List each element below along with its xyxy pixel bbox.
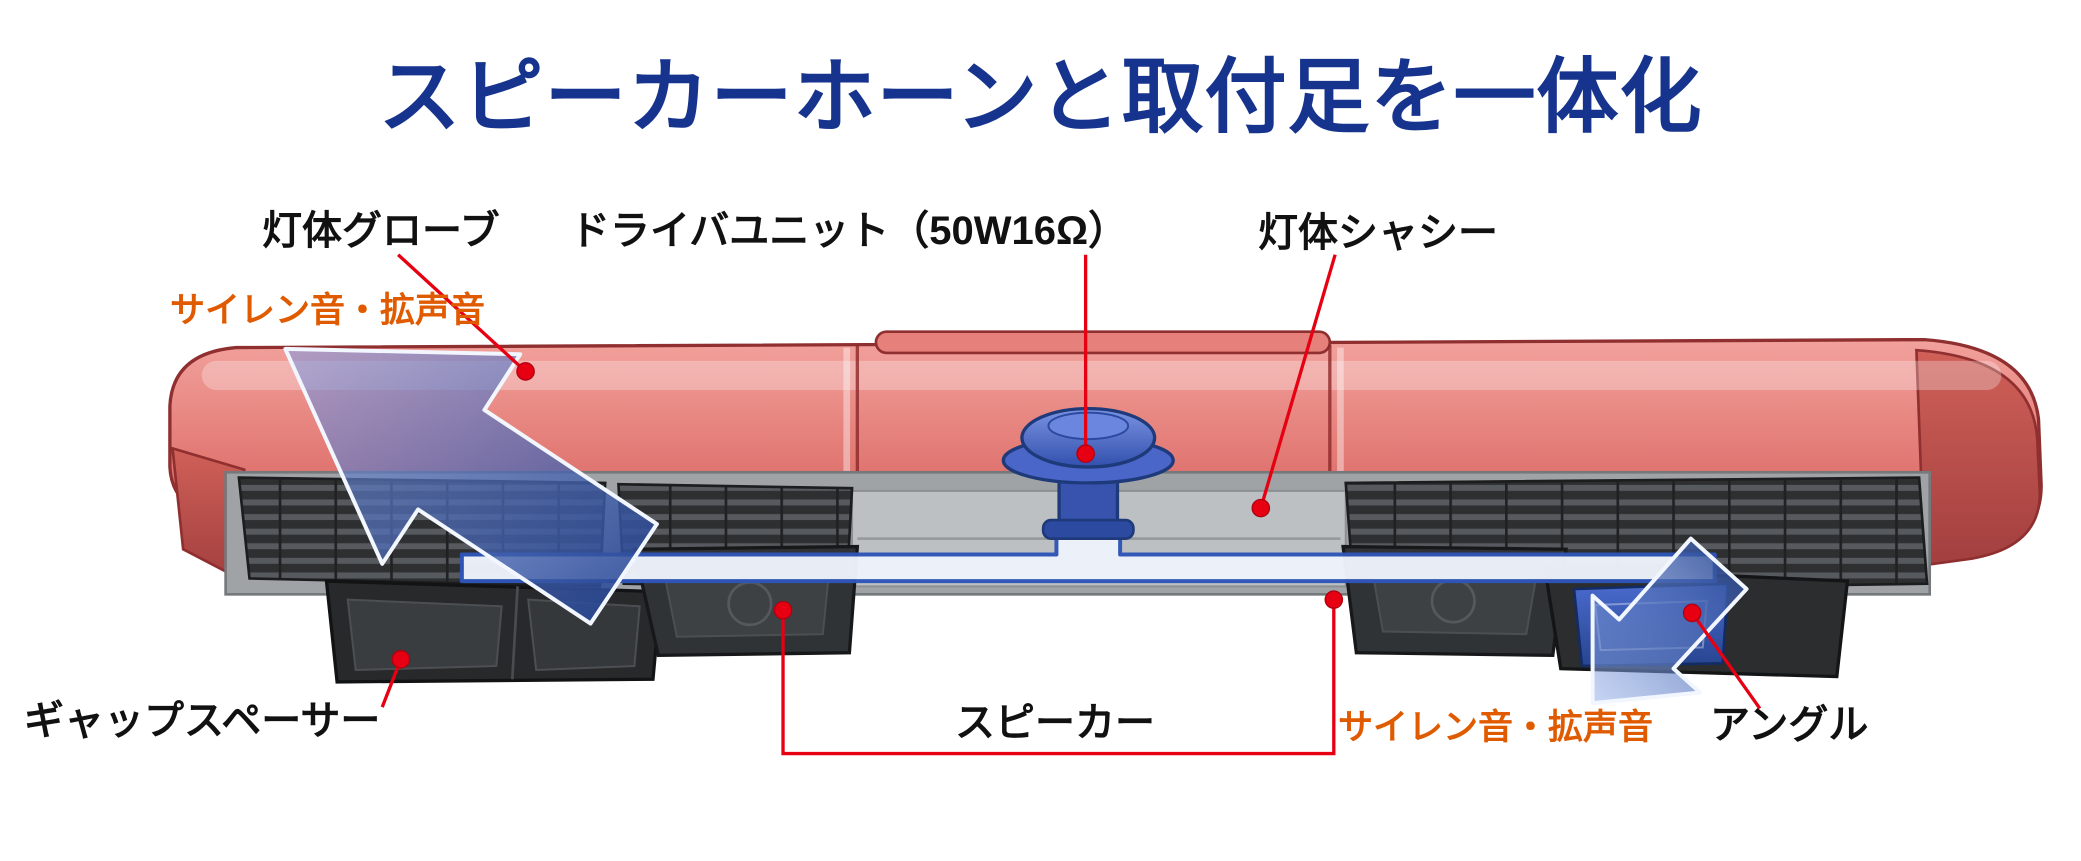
label-angle: アングル <box>1710 703 1869 747</box>
callout-gap-spacer-dot <box>391 650 411 669</box>
label-driver-unit: ドライバユニット（50W16Ω） <box>570 209 1129 253</box>
driver-unit-cap <box>1047 411 1130 441</box>
label-siren-sound-right: サイレン音・拡声音 <box>1338 708 1654 747</box>
label-gap-spacer: ギャップスペーサー <box>24 699 381 743</box>
light-bar-highlight <box>201 360 2002 391</box>
sound-duct <box>459 528 1717 584</box>
driver-unit-base <box>1041 518 1135 540</box>
callout-dots <box>391 362 1702 669</box>
callout-angle-line <box>1690 611 1762 710</box>
gap-spacer-face <box>346 598 503 671</box>
page-title: スピーカーホーンと取付足を一体化 <box>378 52 1703 143</box>
callout-speaker-line <box>781 599 1336 756</box>
callout-globe-line <box>397 253 527 373</box>
gap-spacer-divider <box>510 586 519 680</box>
sound-arrow-right <box>1590 536 1749 706</box>
sound-arrow-left <box>283 346 659 626</box>
label-light-globe: 灯体グローブ <box>262 209 500 253</box>
callout-speaker-right-dot <box>1324 590 1344 609</box>
callouts <box>380 253 1762 756</box>
light-bar-right-cap <box>1915 348 2042 567</box>
driver-unit <box>1001 406 1175 540</box>
light-bar-center-ridge <box>874 330 1332 355</box>
callout-globe-dot <box>516 362 535 381</box>
callout-angle-dot <box>1682 603 1702 623</box>
label-light-chassis: 灯体シャシー <box>1258 211 1498 255</box>
label-siren-sound-left: サイレン音・拡声音 <box>170 291 486 330</box>
callout-speaker-left-dot <box>773 600 793 620</box>
label-speaker: スピーカー <box>955 701 1155 745</box>
callout-chassis-dot <box>1251 498 1271 518</box>
callout-chassis-line <box>1259 254 1337 509</box>
callout-driver-dot <box>1076 444 1095 464</box>
